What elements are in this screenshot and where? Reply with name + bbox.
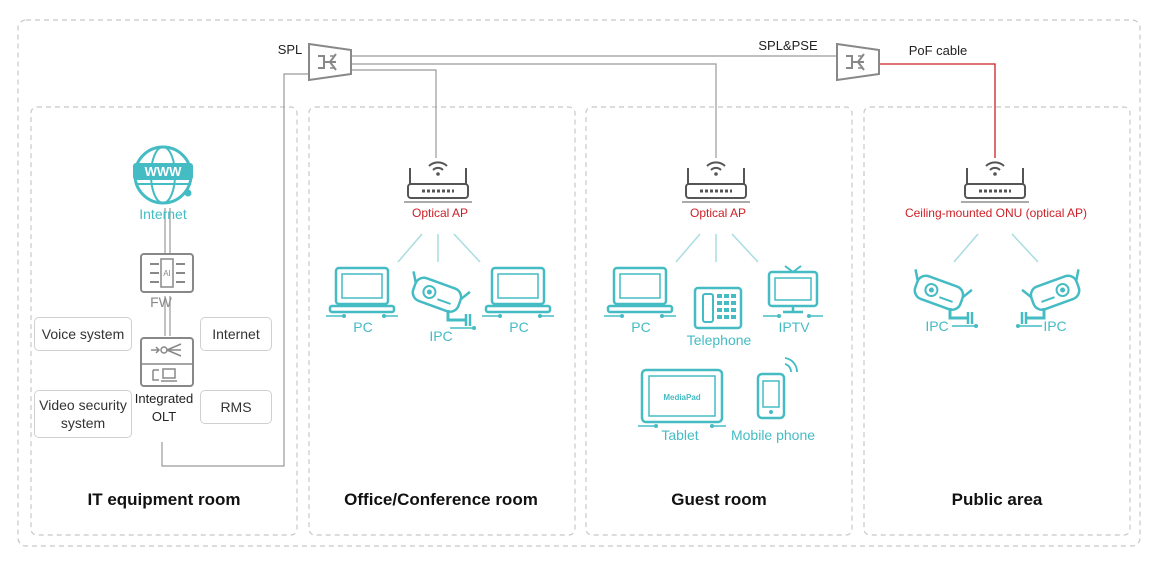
room-frame-public	[863, 106, 1131, 536]
splitter-icon	[308, 43, 352, 81]
voice-system-box: Voice system	[34, 317, 132, 351]
pc-icon	[324, 266, 400, 320]
pc-icon	[480, 266, 556, 320]
mobile-phone-icon	[756, 357, 798, 420]
voice-system-label: Voice system	[41, 325, 125, 342]
room-title-office: Office/Conference room	[344, 490, 538, 509]
rms-label: RMS	[220, 398, 252, 415]
optical-ap-office-icon	[402, 160, 474, 204]
device-label: IPTV	[778, 319, 810, 335]
device-label: PC	[353, 319, 373, 335]
device-label: IPC	[1043, 318, 1067, 334]
room-frame-it	[30, 106, 298, 536]
pof-cable-label: PoF cable	[908, 43, 968, 58]
device-label: IPC	[429, 328, 453, 344]
firewall-icon: AI	[140, 253, 194, 293]
device-label: Tablet	[661, 427, 699, 443]
iptv-icon	[763, 265, 823, 318]
wireless-links	[397, 233, 1039, 263]
pc-icon	[602, 266, 678, 320]
optical-ap-guest-icon	[680, 160, 752, 204]
room-frame-office	[308, 106, 576, 536]
internet-box-label: Internet	[212, 325, 260, 342]
integrated-olt-icon	[140, 337, 194, 387]
olt-label-line1: Integrated	[134, 391, 194, 406]
fiber-lines	[161, 55, 838, 467]
www-text: WWW	[145, 164, 183, 179]
room-frame-guest	[585, 106, 853, 536]
office-ap-label: Optical AP	[411, 206, 469, 220]
fw-label: FW	[150, 294, 172, 310]
ceiling-onu-icon	[959, 160, 1031, 204]
room-title-public: Public area	[951, 490, 1043, 509]
room-title-guest: Guest room	[671, 490, 767, 509]
pof-cable-line	[879, 63, 996, 158]
ipc-camera-icon	[403, 269, 478, 332]
public-ap-label: Ceiling-mounted ONU (optical AP)	[904, 206, 1088, 220]
fw-ai-text: AI	[163, 269, 171, 278]
device-label: PC	[509, 319, 529, 335]
device-label: Mobile phone	[730, 427, 816, 443]
internet-icon-label: Internet	[139, 206, 187, 222]
spl-label: SPL	[277, 42, 303, 57]
rms-box: RMS	[200, 390, 272, 424]
internet-box: Internet	[200, 317, 272, 351]
video-security-box: Video security system	[34, 390, 132, 438]
spl-pse-label: SPL&PSE	[758, 38, 818, 53]
splitter-pse-icon	[836, 43, 880, 81]
tablet-icon: MediaPad	[638, 368, 726, 428]
globe-icon: WWW	[133, 145, 193, 205]
video-security-label-line2: system	[60, 415, 106, 431]
device-label: PC	[631, 319, 651, 335]
guest-ap-label: Optical AP	[689, 206, 747, 220]
device-label: IPC	[925, 318, 949, 334]
outer-frame	[17, 19, 1141, 547]
telephone-icon	[693, 286, 743, 330]
olt-label-line2: OLT	[151, 409, 177, 424]
room-title-it: IT equipment room	[87, 490, 241, 509]
video-security-label-line1: Video security	[39, 396, 127, 413]
device-label: Telephone	[686, 332, 752, 348]
tablet-screen-text: MediaPad	[663, 393, 700, 402]
